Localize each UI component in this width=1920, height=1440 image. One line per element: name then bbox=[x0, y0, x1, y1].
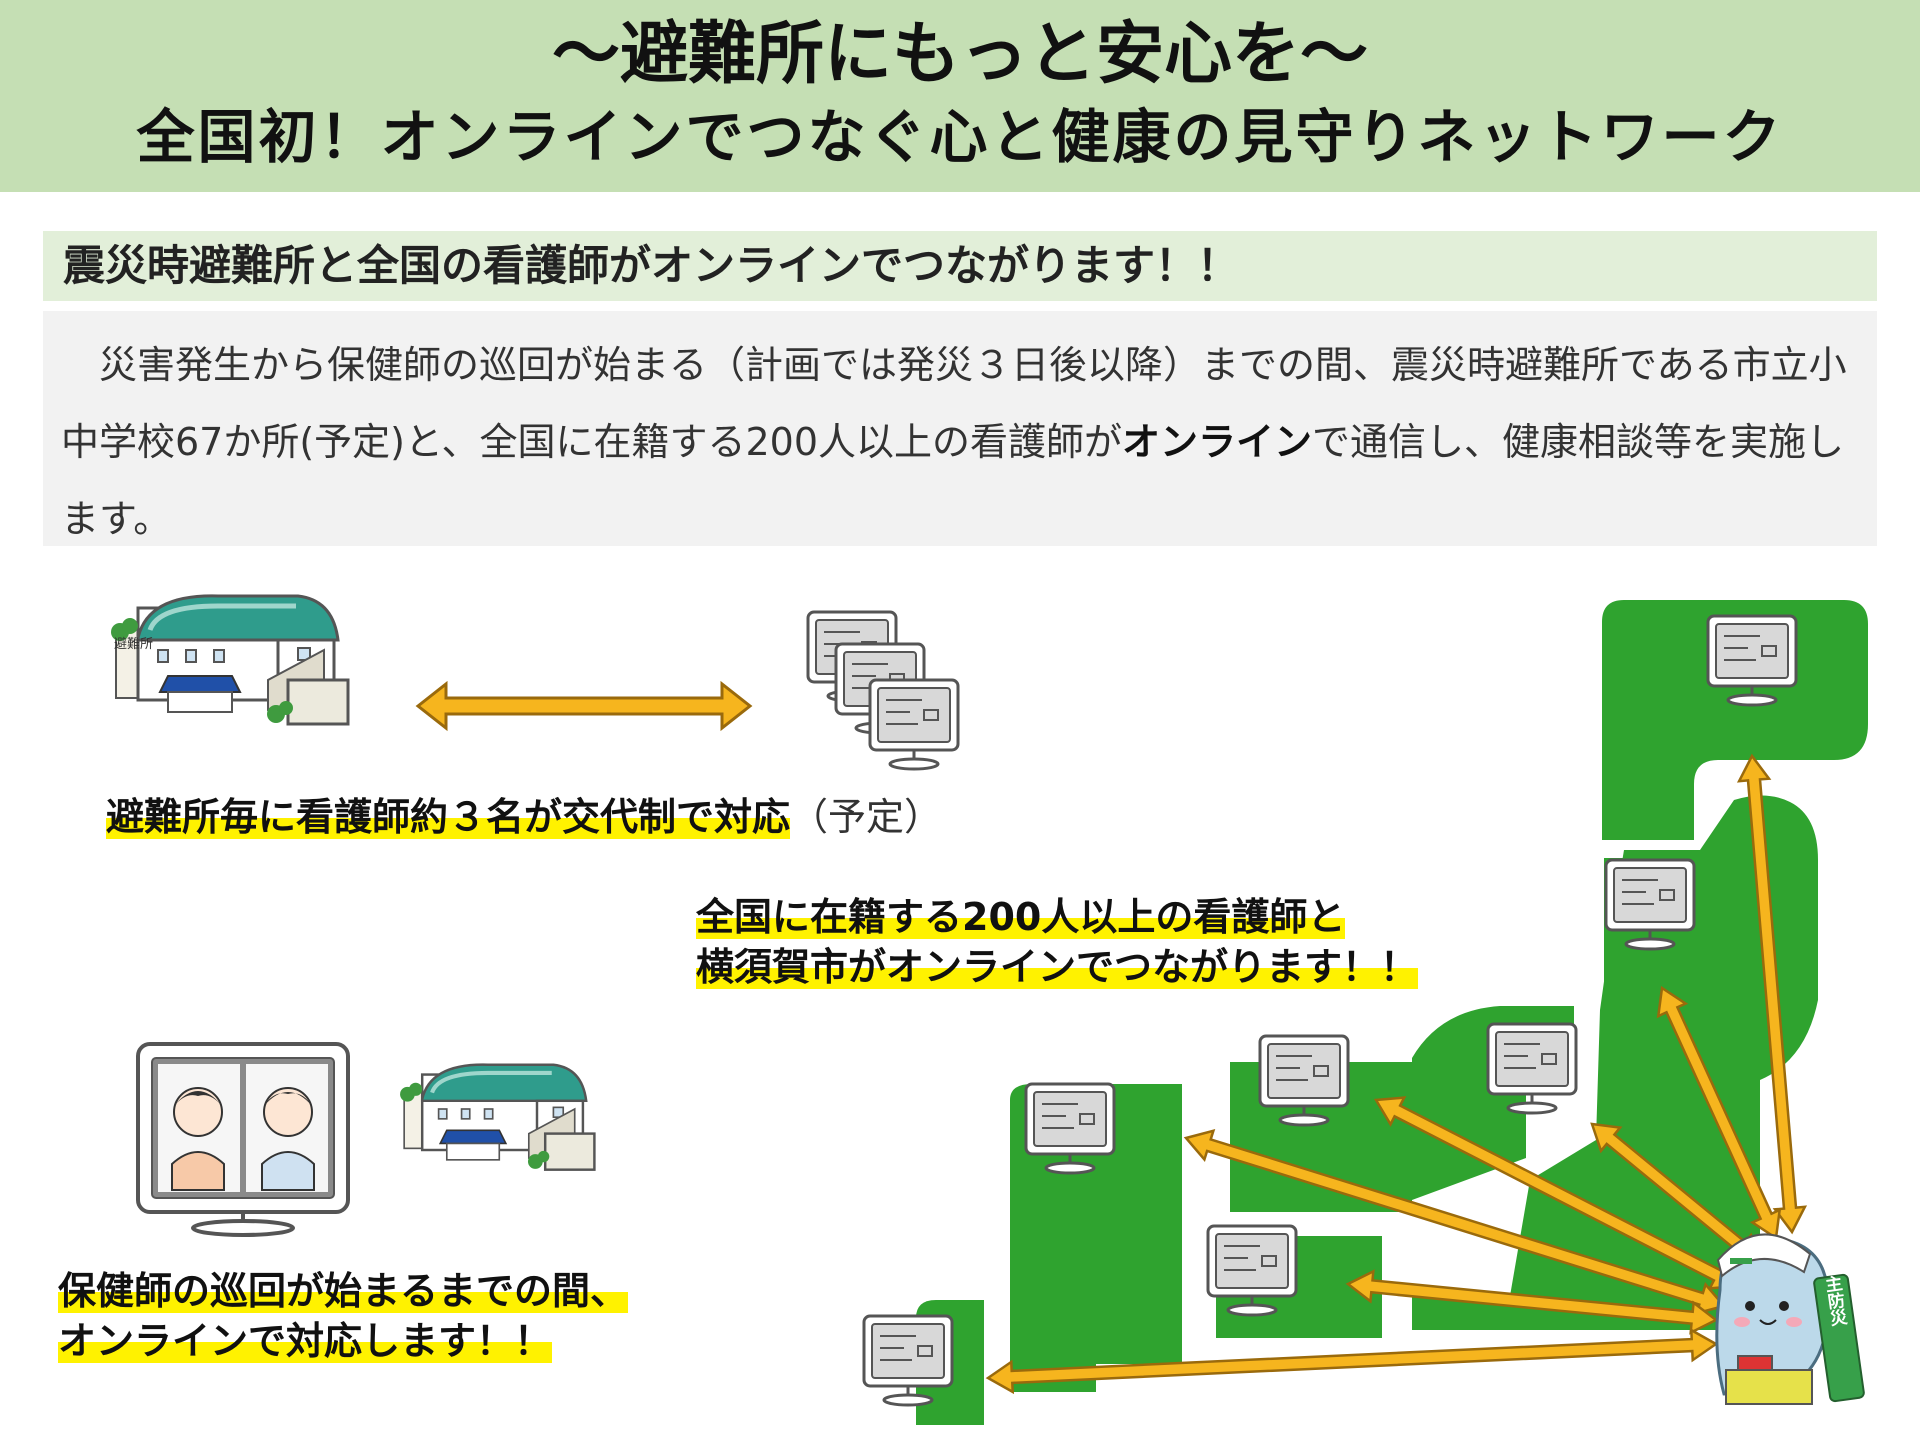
japan-map-icon bbox=[916, 600, 1868, 1425]
network-arrow bbox=[1345, 1269, 1719, 1335]
description-pre: 災害発生から保健師の巡回が始まる（計画では発災３日後以降）までの間、震災時避難所… bbox=[61, 343, 1847, 464]
double-arrow-icon bbox=[985, 753, 1808, 1395]
network-caption-line1: 全国に在籍する200人以上の看護師と bbox=[696, 895, 1346, 939]
shift-caption: 避難所毎に看護師約３名が交代制で対応（予定） bbox=[106, 792, 942, 842]
shift-caption-note: （予定） bbox=[790, 795, 943, 839]
section-heading: 震災時避難所と全国の看護師がオンラインでつながります！！ bbox=[63, 241, 1240, 290]
online-caption: 保健師の巡回が始まるまでの間、 オンラインで対応します！！ bbox=[58, 1266, 629, 1366]
description-box: 災害発生から保健師の巡回が始まる（計画では発災３日後以降）までの間、震災時避難所… bbox=[43, 311, 1877, 546]
page-subtitle: 全国初！オンラインでつなぐ心と健康の見守りネットワーク bbox=[136, 103, 1784, 171]
page-title: ～避難所にもっと安心を～ bbox=[551, 15, 1368, 94]
network-caption-line2: 横須賀市がオンラインでつながります！！ bbox=[696, 945, 1419, 989]
title-banner: ～避難所にもっと安心を～ 全国初！オンラインでつなぐ心と健康の見守りネットワーク bbox=[0, 0, 1920, 192]
description-post: で通信し、健康相談等を実施します。 bbox=[61, 420, 1845, 541]
network-illustration: 避難所 bbox=[0, 560, 1868, 1425]
shelter-building-icon: 避難所 bbox=[111, 596, 348, 724]
shift-caption-main: 避難所毎に看護師約３名が交代制で対応 bbox=[106, 795, 791, 839]
section-heading-bar: 震災時避難所と全国の看護師がオンラインでつながります！！ bbox=[43, 231, 1877, 301]
network-arrow bbox=[1656, 985, 1782, 1241]
shelter-sign: 避難所 bbox=[114, 637, 153, 652]
video-call-icon bbox=[136, 1042, 350, 1237]
mascot-icon: 自主防災 bbox=[1715, 1233, 1865, 1405]
network-arrow bbox=[985, 1327, 1719, 1395]
online-caption-line1: 保健師の巡回が始まるまでの間、 bbox=[58, 1269, 629, 1313]
computer-monitor-icon bbox=[806, 610, 960, 771]
description-emphasis: オンライン bbox=[1122, 420, 1313, 464]
online-caption-line2: オンラインで対応します！！ bbox=[58, 1319, 553, 1363]
network-caption: 全国に在籍する200人以上の看護師と 横須賀市がオンラインでつながります！！ bbox=[696, 892, 1419, 992]
double-arrow-icon bbox=[415, 680, 753, 732]
description-text: 災害発生から保健師の巡回が始まる（計画では発災３日後以降）までの間、震災時避難所… bbox=[61, 327, 1861, 558]
shelter-building-icon bbox=[400, 1065, 594, 1170]
